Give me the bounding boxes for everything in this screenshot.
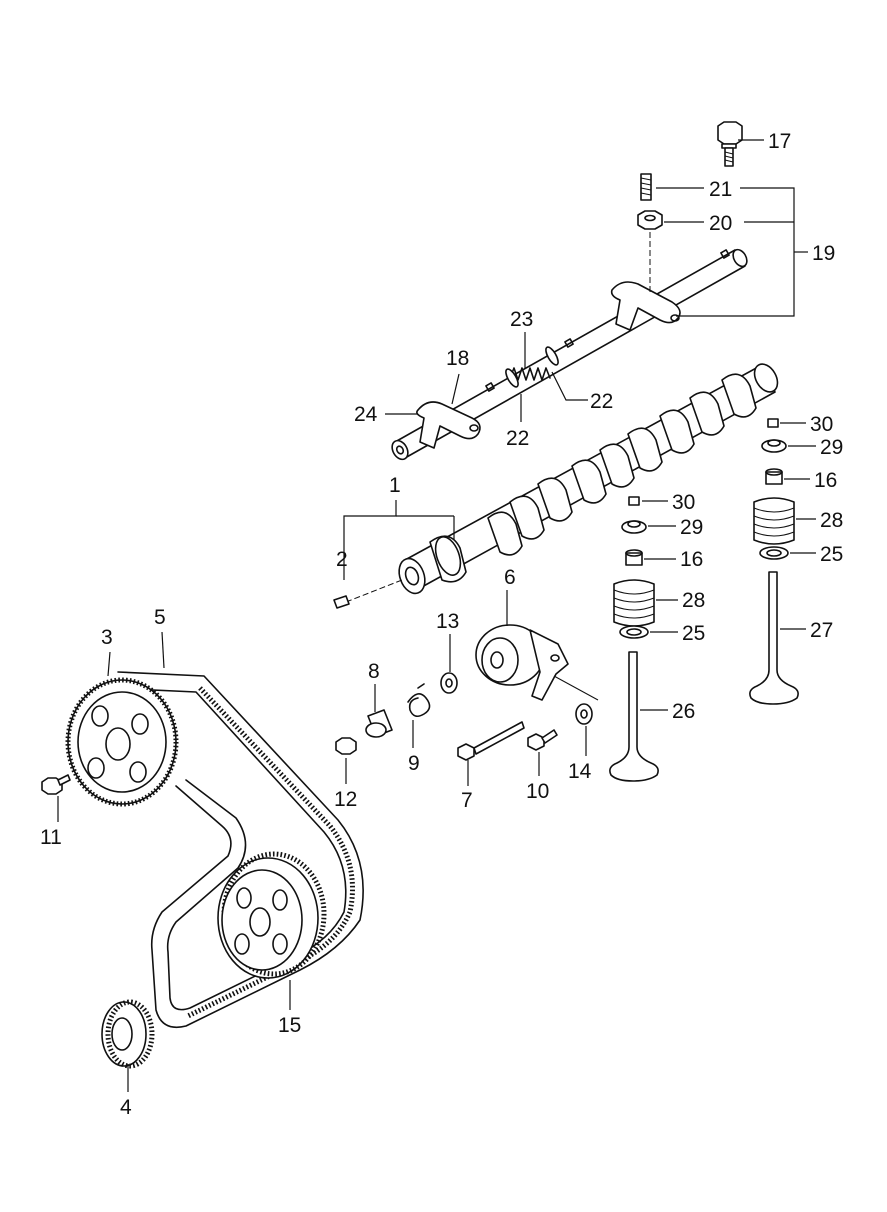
callout-10: 10 (526, 780, 549, 803)
camshaft (333, 363, 779, 609)
callout-16-exhaust: 16 (814, 469, 837, 492)
callout-30-exhaust: 30 (810, 413, 833, 436)
cam-sprocket (65, 677, 179, 807)
callout-2: 2 (336, 548, 348, 571)
callout-23: 23 (510, 308, 533, 331)
callout-11: 11 (40, 826, 62, 849)
crank-sprocket (101, 999, 155, 1069)
callout-labels: 1 2 3 4 5 6 7 8 9 10 11 12 13 14 15 16 1… (40, 130, 843, 1119)
callout-22-lower: 22 (506, 427, 529, 450)
callout-20: 20 (709, 212, 732, 235)
callout-14: 14 (568, 760, 592, 783)
callout-1: 1 (389, 474, 401, 497)
crank-pulley (217, 851, 327, 979)
valve-train-exhaust (749, 418, 799, 705)
callout-6: 6 (504, 566, 516, 589)
callout-21: 21 (709, 178, 732, 201)
callout-8: 8 (368, 660, 380, 683)
callout-26: 26 (672, 700, 695, 723)
tensioner-assembly (335, 624, 599, 761)
callout-15: 15 (278, 1014, 301, 1037)
leader-lines (57, 139, 816, 1092)
callout-9: 9 (408, 752, 420, 775)
callout-24: 24 (354, 403, 378, 426)
callout-12: 12 (334, 788, 357, 811)
callout-17: 17 (768, 130, 791, 153)
callout-18: 18 (446, 347, 469, 370)
rocker-shaft-assembly (391, 121, 748, 461)
callout-29-intake: 29 (680, 516, 703, 539)
callout-7: 7 (461, 789, 473, 812)
callout-25-intake: 25 (682, 622, 705, 645)
timing-belt-drive (41, 671, 364, 1069)
callout-3: 3 (101, 626, 113, 649)
callout-30-intake: 30 (672, 491, 695, 514)
callout-19: 19 (812, 242, 835, 265)
valve-train-intake (609, 496, 659, 782)
callout-28-intake: 28 (682, 589, 705, 612)
callout-25-exhaust: 25 (820, 543, 843, 566)
callout-4: 4 (120, 1096, 132, 1119)
callout-5: 5 (154, 606, 166, 629)
callout-13: 13 (436, 610, 459, 633)
callout-22-right: 22 (590, 390, 613, 413)
callout-16-intake: 16 (680, 548, 703, 571)
callout-29-exhaust: 29 (820, 436, 843, 459)
callout-27: 27 (810, 619, 833, 642)
callout-28-exhaust: 28 (820, 509, 843, 532)
